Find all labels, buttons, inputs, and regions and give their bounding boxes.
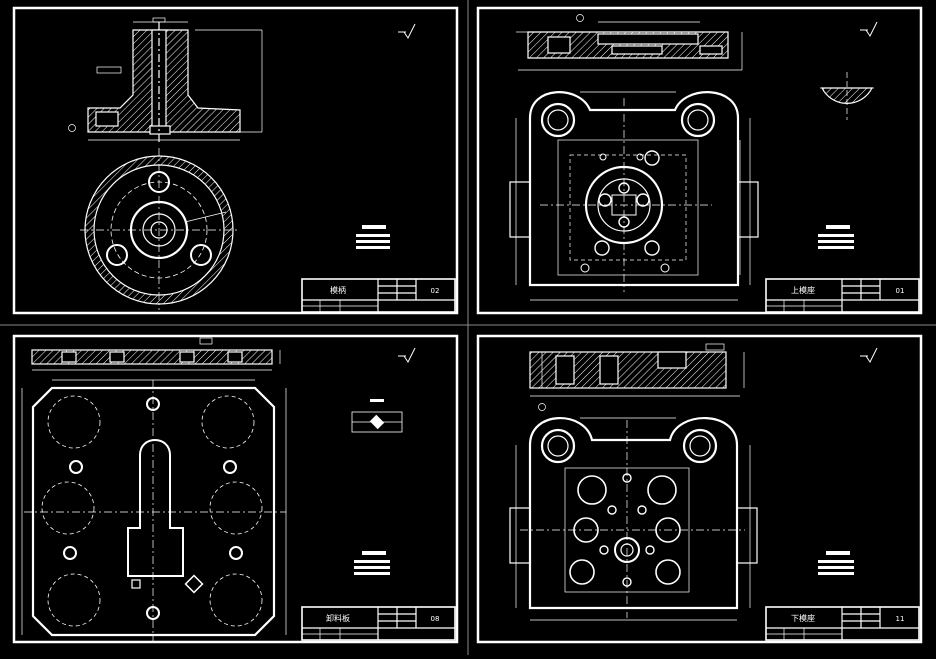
title-block-part-name: 卸料板 xyxy=(326,613,350,623)
plan-view xyxy=(509,417,758,621)
title-block-sheet-number: 11 xyxy=(896,615,905,623)
sheet-upper-die-base xyxy=(476,6,923,315)
title-block xyxy=(765,278,920,313)
sheet-border xyxy=(12,334,459,644)
plan-view xyxy=(509,91,759,301)
section-view xyxy=(516,14,743,71)
notes-block xyxy=(818,551,854,575)
title-block-sheet-number: 02 xyxy=(431,287,440,295)
sheet-stripper-plate xyxy=(12,334,459,644)
detail-view xyxy=(351,411,403,433)
sheet-border xyxy=(12,6,459,315)
sheet-border xyxy=(476,334,923,644)
title-block xyxy=(301,606,456,641)
sheet-border xyxy=(476,6,923,315)
sheet-lower-die-base xyxy=(476,334,923,644)
detail-view xyxy=(820,72,874,120)
notes-block xyxy=(354,551,390,575)
section-view xyxy=(529,343,745,411)
notes-block xyxy=(356,225,390,249)
title-block xyxy=(301,278,456,313)
sheet-mold-handle xyxy=(12,6,459,315)
plan-view xyxy=(80,148,238,310)
title-block-sheet-number: 08 xyxy=(431,615,440,623)
title-block-part-name: 下模座 xyxy=(791,613,815,623)
title-block-sheet-number: 01 xyxy=(896,287,905,295)
title-block-part-name: 模柄 xyxy=(330,285,346,295)
plan-view xyxy=(21,379,287,642)
title-block xyxy=(765,606,920,641)
section-view xyxy=(68,17,263,142)
title-block-part-name: 上模座 xyxy=(791,285,815,295)
section-view xyxy=(31,337,281,371)
notes-block xyxy=(818,225,854,249)
